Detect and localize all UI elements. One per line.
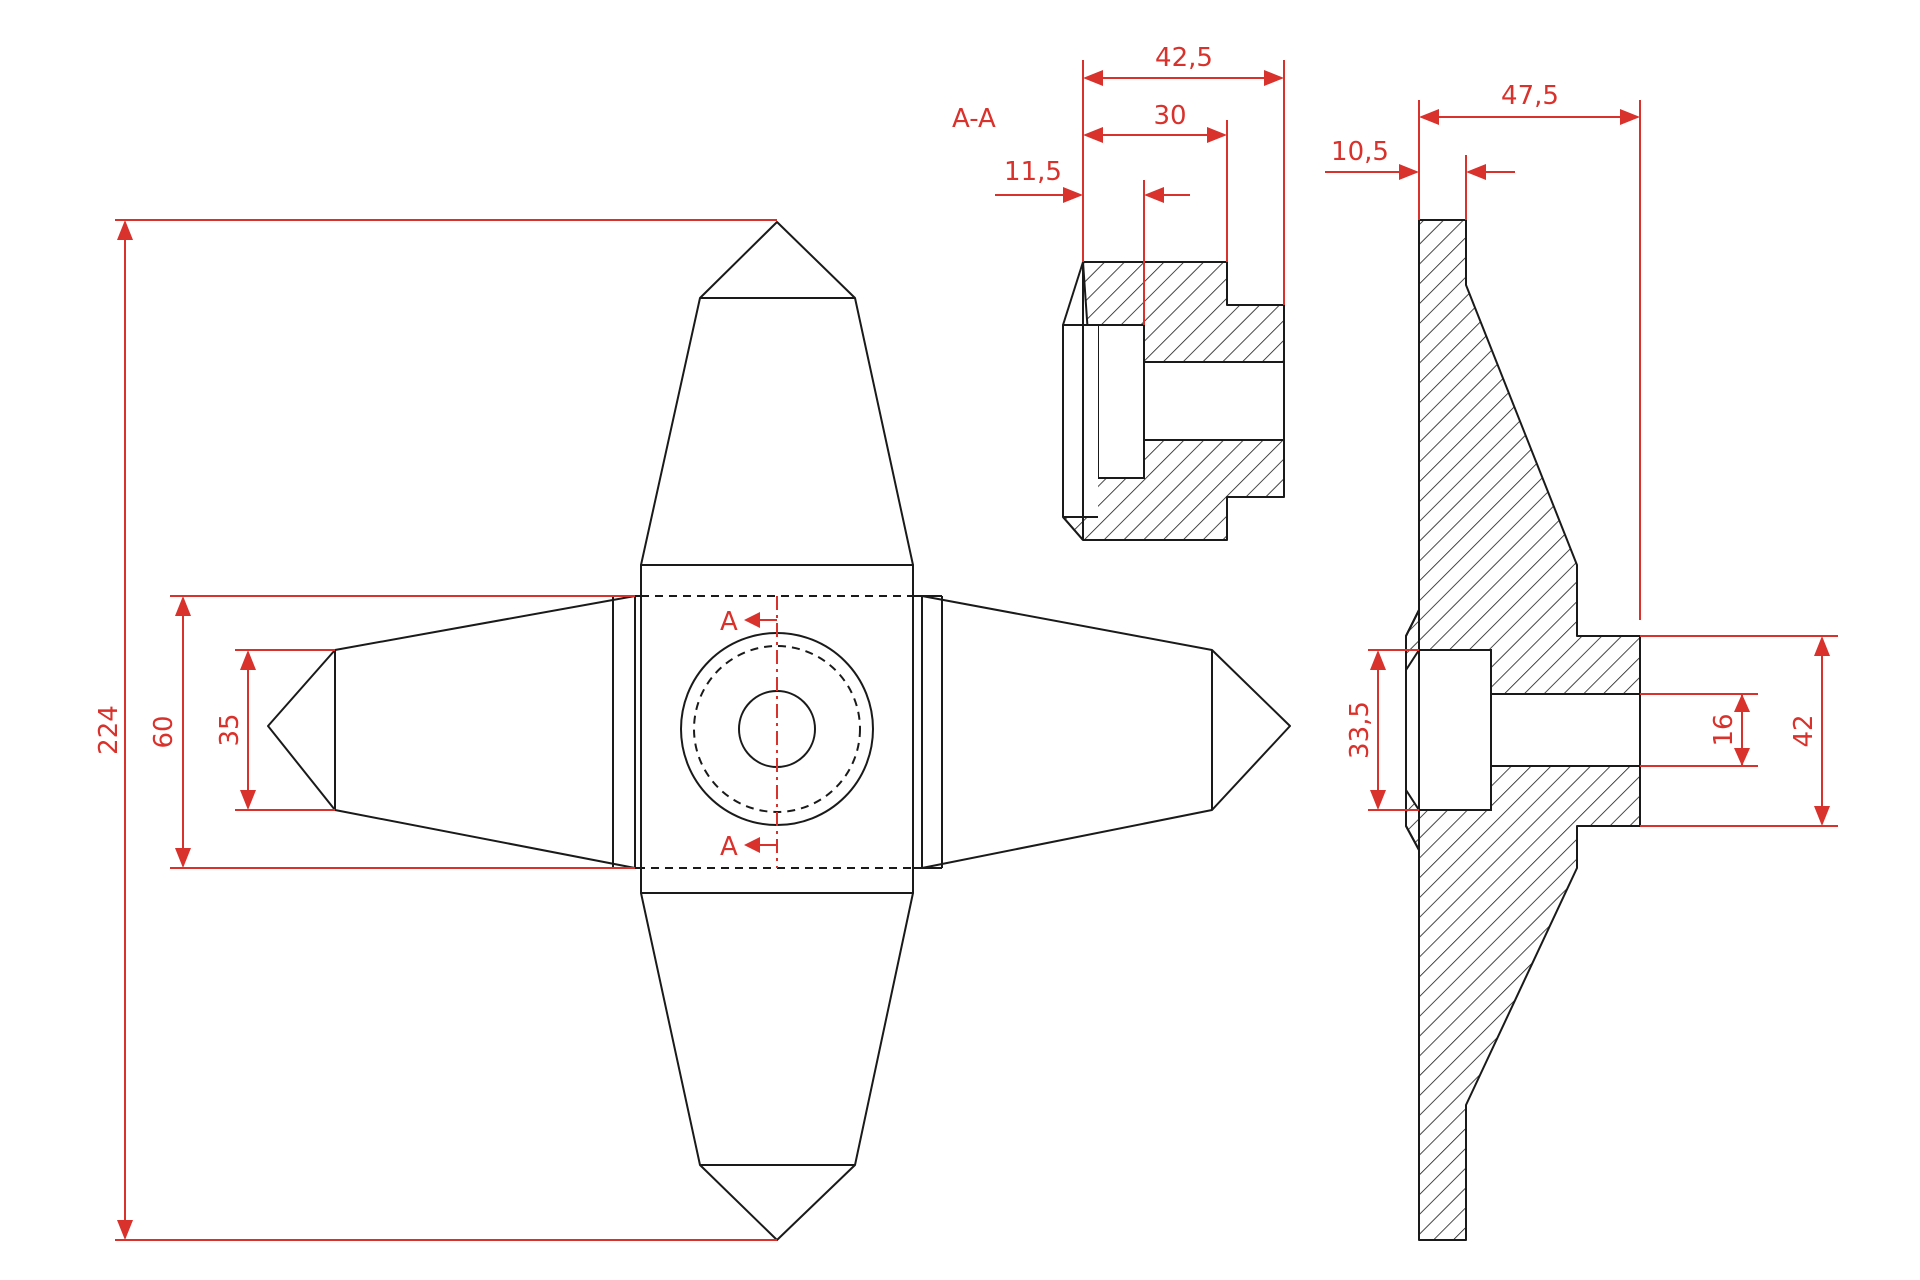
left-arm <box>267 595 636 869</box>
section-marker-bottom: A <box>720 832 738 862</box>
section-title: A-A <box>952 104 996 134</box>
top-arm <box>640 221 914 566</box>
dim-42-5-section: 42,5 <box>1155 43 1213 73</box>
dim-60: 60 <box>149 715 179 748</box>
dim-16: 16 <box>1709 713 1739 746</box>
dim-35: 35 <box>215 713 245 746</box>
dim-33-5: 33,5 <box>1345 701 1375 759</box>
dim-10-5: 10,5 <box>1331 137 1389 167</box>
dim-47-5: 47,5 <box>1501 81 1559 111</box>
side-view: 47,5 10,5 33,5 42 16 <box>1325 81 1838 1241</box>
dim-11-5: 11,5 <box>1004 157 1062 187</box>
front-view: A A 224 60 35 <box>94 219 1291 1241</box>
section-view: A-A 42,5 30 11,5 <box>952 43 1285 541</box>
right-arm <box>921 595 1291 869</box>
bottom-arm <box>640 892 914 1241</box>
dim-224: 224 <box>94 705 124 755</box>
section-marker-top: A <box>720 607 738 637</box>
dim-42-side: 42 <box>1789 714 1819 747</box>
dim-30: 30 <box>1153 101 1186 131</box>
bore-circle <box>738 690 816 768</box>
